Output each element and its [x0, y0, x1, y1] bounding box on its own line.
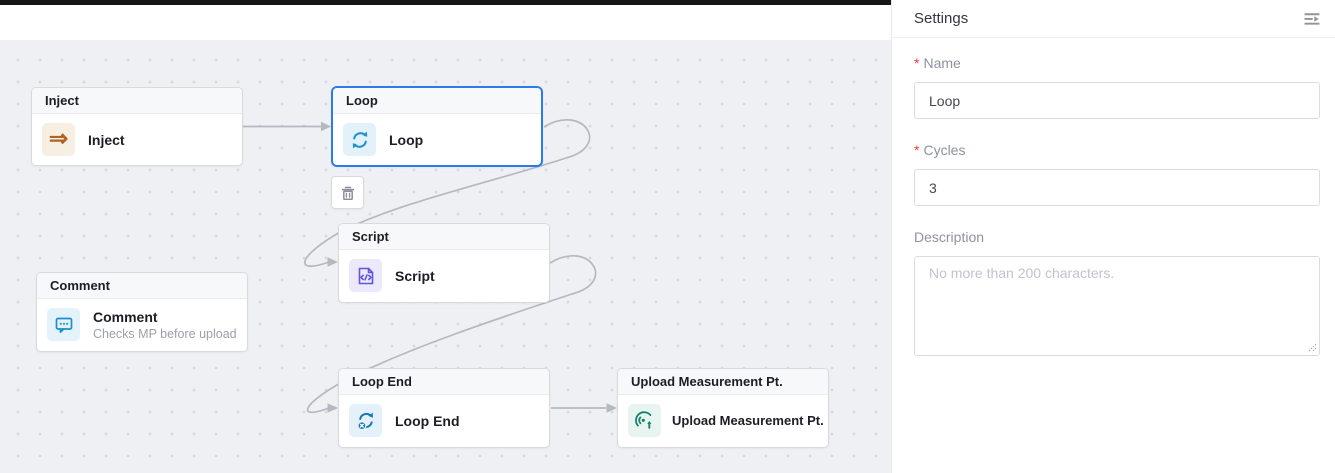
- node-loop[interactable]: Loop Loop: [331, 86, 543, 167]
- inject-arrow-icon: ⇒: [42, 123, 75, 156]
- loop-refresh-icon: [343, 123, 376, 156]
- node-inject[interactable]: Inject ⇒ Inject: [31, 87, 243, 166]
- cycles-input[interactable]: [914, 169, 1320, 206]
- field-label: *Cycles: [914, 142, 966, 158]
- node-comment[interactable]: Comment Comment Checks MP before upload: [36, 272, 248, 352]
- upload-measurement-icon: [628, 404, 661, 437]
- field-cycles: *Cycles: [914, 141, 1320, 206]
- node-sublabel: Checks MP before upload: [93, 326, 237, 341]
- field-name: *Name: [914, 54, 1320, 119]
- field-label: Description: [914, 229, 985, 245]
- node-loop-end[interactable]: Loop End Loop End: [338, 368, 550, 448]
- settings-form: *Name *Cycles Description: [892, 38, 1335, 356]
- required-marker: *: [914, 55, 920, 71]
- node-title: Script: [339, 224, 549, 250]
- delete-node-button[interactable]: [331, 176, 364, 209]
- required-marker: *: [914, 142, 920, 158]
- script-code-icon: [349, 259, 382, 292]
- field-label: *Name: [914, 55, 961, 71]
- node-title: Loop End: [339, 369, 549, 395]
- collapse-panel-button[interactable]: [1303, 10, 1321, 28]
- node-title: Comment: [37, 273, 247, 299]
- loop-end-icon: [349, 404, 382, 437]
- name-input[interactable]: [914, 82, 1320, 119]
- field-description: Description: [914, 228, 1320, 356]
- node-label: Inject: [88, 131, 125, 148]
- trash-icon: [341, 186, 354, 200]
- canvas-top-bar: [0, 0, 891, 5]
- node-upload-measurement[interactable]: Upload Measurement Pt. Upload Measuremen…: [617, 368, 829, 448]
- node-label: Script: [395, 267, 435, 284]
- settings-panel: Settings *Name *Cycles: [891, 0, 1335, 473]
- node-title: Upload Measurement Pt.: [618, 369, 828, 395]
- node-title: Loop: [333, 88, 541, 114]
- node-title: Inject: [32, 88, 242, 114]
- node-label: Upload Measurement Pt.: [672, 413, 824, 428]
- flow-canvas[interactable]: Inject ⇒ Inject Loop Loop: [0, 0, 891, 473]
- panel-title: Settings: [914, 10, 969, 27]
- node-label: Loop: [389, 131, 424, 148]
- resize-handle-icon[interactable]: [1307, 343, 1317, 353]
- node-label: Loop End: [395, 412, 460, 429]
- description-textarea[interactable]: [914, 256, 1320, 356]
- node-script[interactable]: Script Script: [338, 223, 550, 303]
- comment-bubble-icon: [47, 308, 80, 341]
- node-label: Comment: [93, 308, 158, 325]
- menu-unfold-icon: [1304, 12, 1320, 25]
- settings-panel-header: Settings: [892, 0, 1335, 38]
